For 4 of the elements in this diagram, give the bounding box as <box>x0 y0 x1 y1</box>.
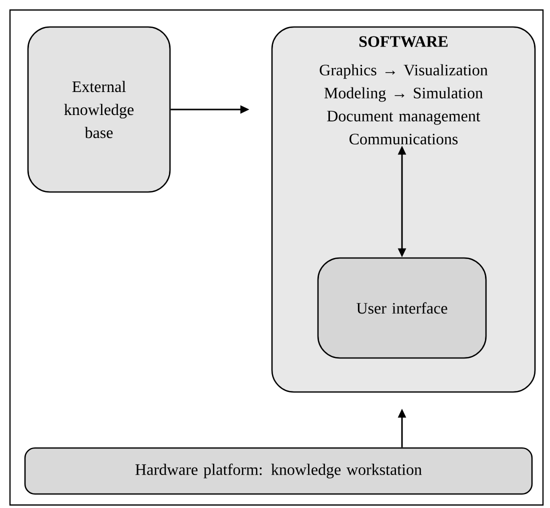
interface-box: User interface <box>317 257 487 359</box>
platform-box: Hardware platform: knowledge workstation <box>24 447 533 495</box>
knowledge-base-box: External knowledge base <box>27 26 171 193</box>
feature-list: Graphics → Visualization Modeling → Simulation Document management Communications <box>320 64 488 144</box>
